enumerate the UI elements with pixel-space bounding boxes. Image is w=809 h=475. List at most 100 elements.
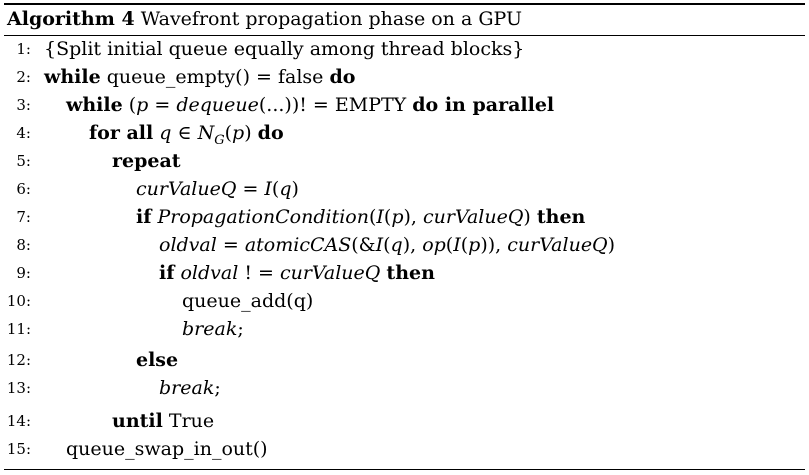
code-text: ) xyxy=(291,178,299,200)
keyword-then: then xyxy=(536,206,586,228)
line-code: break; xyxy=(182,315,244,343)
line-code: oldval = atomicCAS(&I(q), op(I(p)), curV… xyxy=(159,231,615,259)
code-break: break xyxy=(182,318,238,340)
caption-title: Wavefront propagation phase on a GPU xyxy=(140,8,522,30)
code-func: I xyxy=(453,234,461,256)
line-number: 12: xyxy=(6,351,31,369)
keyword-repeat: repeat xyxy=(112,150,181,172)
line-code: repeat xyxy=(112,147,181,175)
code-text: ; xyxy=(237,318,244,340)
line-number: 3: xyxy=(16,96,31,114)
code-text: queue_empty() = false xyxy=(106,66,324,88)
line-number: 11: xyxy=(6,320,31,338)
code-var: N xyxy=(197,122,215,144)
keyword-while: while xyxy=(44,66,101,88)
line-code: until True xyxy=(112,407,214,435)
code-var: p xyxy=(232,122,245,144)
code-var: curValueQ xyxy=(136,178,237,200)
code-text: = xyxy=(216,234,245,256)
code-var: curValueQ xyxy=(507,234,608,256)
keyword-do-in-parallel: do in parallel xyxy=(412,94,555,116)
code-func: op xyxy=(422,234,446,256)
code-func: I xyxy=(375,234,384,256)
code-var: oldval xyxy=(159,234,217,256)
line-number: 10: xyxy=(6,292,31,310)
line-number: 6: xyxy=(16,180,31,198)
code-text: )), xyxy=(480,234,508,256)
line-code: while (p = dequeue(...))! = EMPTY do in … xyxy=(66,91,554,119)
code-text: = xyxy=(148,94,177,116)
code-var: oldval xyxy=(180,262,239,284)
line-number: 13: xyxy=(6,379,31,397)
code-subscript: G xyxy=(214,132,225,148)
code-func: I xyxy=(264,178,272,200)
keyword-until: until xyxy=(112,410,163,432)
code-text: ! = xyxy=(238,262,280,284)
code-text: ( xyxy=(224,122,233,144)
bottom-rule xyxy=(4,469,805,470)
code-text: True xyxy=(168,410,215,432)
code-text: ), xyxy=(403,206,423,228)
code-text: ( xyxy=(460,234,469,256)
line-code: {Split initial queue equally among threa… xyxy=(44,35,524,63)
code-break: break xyxy=(159,377,215,399)
code-text: ∈ xyxy=(171,122,198,144)
keyword-do: do xyxy=(257,122,284,144)
code-func: I xyxy=(376,206,384,228)
code-var: curValueQ xyxy=(423,206,524,228)
line-number: 7: xyxy=(16,208,31,226)
keyword-while: while xyxy=(66,94,123,116)
code-var: curValueQ xyxy=(279,262,381,284)
line-code: queue_add(q) xyxy=(182,287,313,315)
code-func: dequeue xyxy=(176,94,259,116)
code-var: p xyxy=(468,234,481,256)
code-text: ) xyxy=(607,234,616,256)
code-var: p xyxy=(136,94,149,116)
code-text: ( xyxy=(383,234,391,256)
line-code: while queue_empty() = false do xyxy=(44,63,355,91)
code-text: = xyxy=(236,178,265,200)
line-code: queue_swap_in_out() xyxy=(66,435,268,463)
line-number: 15: xyxy=(6,440,31,458)
code-var: q xyxy=(279,178,292,200)
comment-text: {Split initial queue equally among threa… xyxy=(44,38,525,60)
line-number: 1: xyxy=(16,40,31,58)
keyword-do: do xyxy=(329,66,356,88)
code-var: p xyxy=(391,206,404,228)
code-var: q xyxy=(390,234,403,256)
line-number: 2: xyxy=(16,68,31,86)
algorithm-caption: Algorithm 4 Wavefront propagation phase … xyxy=(7,7,522,31)
code-text: ) xyxy=(244,122,252,144)
code-text: ( xyxy=(128,94,137,116)
line-code: else xyxy=(136,346,178,374)
line-code: for all q ∈ NG(p) do xyxy=(89,119,284,155)
line-number: 14: xyxy=(6,412,31,430)
keyword-else: else xyxy=(136,349,179,371)
top-rule xyxy=(4,3,805,5)
keyword-if: if xyxy=(136,206,152,228)
line-code: if PropagationCondition(I(p), curValueQ)… xyxy=(136,203,585,231)
code-text: queue_swap_in_out() xyxy=(66,438,268,460)
code-var: q xyxy=(159,122,172,144)
line-code: if oldval ! = curValueQ then xyxy=(159,259,435,287)
code-text: ) xyxy=(523,206,531,228)
caption-label: Algorithm 4 xyxy=(7,8,135,30)
code-text: (...))! = EMPTY xyxy=(258,94,407,116)
code-text: ( xyxy=(383,206,392,228)
line-number: 9: xyxy=(16,264,31,282)
caption-rule xyxy=(4,35,805,36)
code-text: ; xyxy=(214,377,221,399)
code-text: ( xyxy=(445,234,454,256)
line-code: curValueQ = I(q) xyxy=(136,175,299,203)
code-text: ), xyxy=(402,234,423,256)
line-number: 4: xyxy=(16,124,31,142)
code-text: ( xyxy=(271,178,280,200)
code-func: PropagationCondition xyxy=(157,206,369,228)
code-text: ( xyxy=(368,206,377,228)
keyword-if: if xyxy=(159,262,175,284)
line-number: 8: xyxy=(16,236,31,254)
line-code: break; xyxy=(159,374,221,402)
keyword-for-all: for all xyxy=(89,122,154,144)
code-text: queue_add(q) xyxy=(182,290,314,312)
